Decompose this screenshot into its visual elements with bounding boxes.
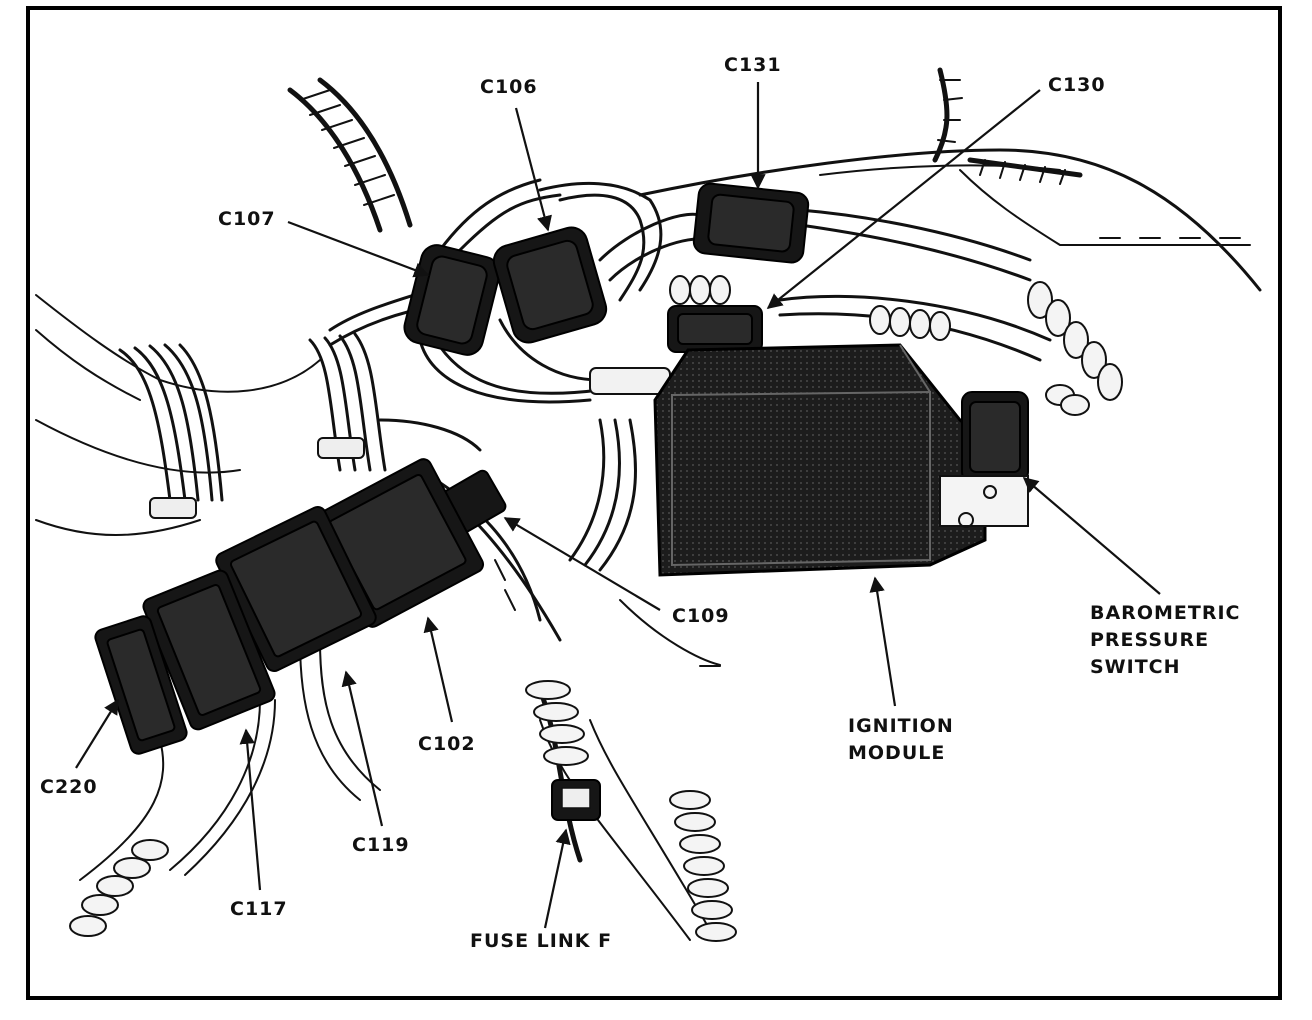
label-c119: C119 (352, 834, 410, 856)
label-ignition-line-1: IGNITION (848, 715, 954, 737)
label-ignition-module: IGNITION MODULE (848, 713, 954, 767)
connector-c106 (492, 226, 608, 344)
label-c109: C109 (672, 605, 730, 627)
label-barometric-line-1: BAROMETRIC (1090, 602, 1241, 624)
diagram-frame (26, 6, 1282, 1000)
label-fuse-link-f: FUSE LINK F (470, 930, 613, 952)
connector-c131 (692, 182, 810, 264)
connector-c107 (403, 244, 501, 356)
label-c220: C220 (40, 776, 98, 798)
corrugated-conduits (69, 275, 1123, 942)
connector-c117 (142, 569, 276, 731)
barometric-pressure-switch (939, 391, 1029, 528)
label-c102: C102 (418, 733, 476, 755)
label-ignition-line-2: MODULE (848, 742, 946, 764)
connector-c130 (667, 305, 763, 353)
cable-ties (149, 367, 671, 519)
label-c107: C107 (218, 208, 276, 230)
label-c117: C117 (230, 898, 288, 920)
dashed-detail-lines (494, 237, 1241, 667)
overhead-harness (287, 67, 1083, 233)
label-barometric-pressure-switch: BAROMETRIC PRESSURE SWITCH (1090, 600, 1240, 681)
pointer-arrows (75, 82, 1161, 929)
fuse-link-f-connector (551, 779, 601, 821)
ignition-module (653, 343, 987, 577)
label-barometric-line-3: SWITCH (1090, 656, 1181, 678)
label-c106: C106 (480, 76, 538, 98)
connector-c119 (215, 505, 377, 673)
label-barometric-line-2: PRESSURE (1090, 629, 1210, 651)
label-c130: C130 (1048, 74, 1106, 96)
label-c131: C131 (724, 54, 782, 76)
connector-c220 (94, 615, 188, 755)
